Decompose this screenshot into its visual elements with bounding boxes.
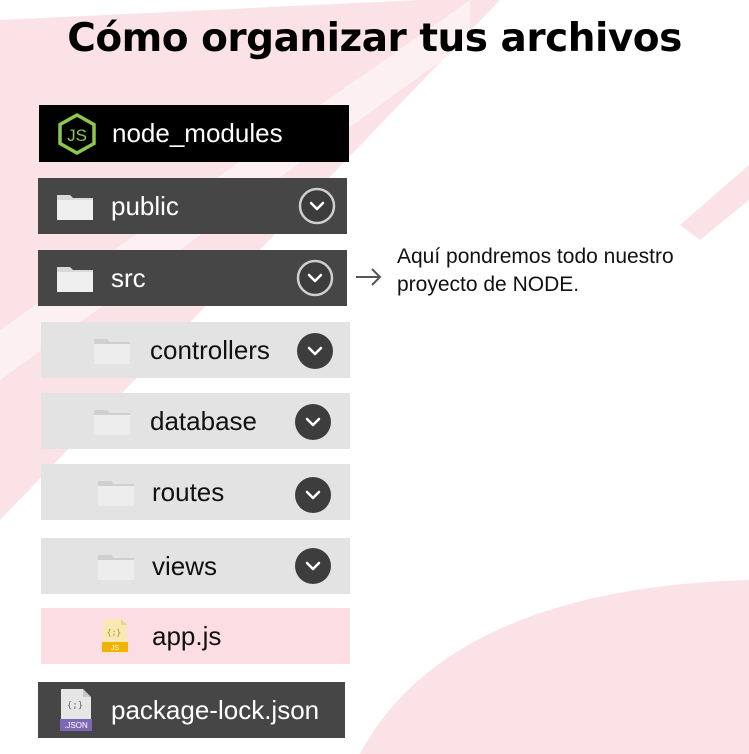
folder-icon bbox=[94, 339, 130, 364]
row-controllers[interactable]: controllers bbox=[41, 322, 350, 378]
js-file-icon: {;} JS bbox=[102, 619, 128, 653]
row-label: src bbox=[111, 262, 146, 293]
folder-icon bbox=[57, 195, 93, 220]
file-badge: .JSON bbox=[64, 721, 88, 730]
file-glyph: {;} bbox=[107, 628, 121, 637]
row-label: controllers bbox=[150, 334, 270, 365]
nodejs-icon: JS bbox=[58, 112, 96, 155]
svg-text:JS: JS bbox=[67, 126, 87, 145]
row-label: package-lock.json bbox=[111, 694, 320, 725]
row-routes[interactable]: routes bbox=[41, 464, 350, 520]
folder-icon bbox=[94, 410, 130, 435]
row-views[interactable]: views bbox=[41, 538, 350, 594]
row-public[interactable]: public bbox=[38, 178, 347, 234]
chevron-down-circle-icon[interactable] bbox=[294, 476, 332, 514]
arrow-right-icon bbox=[356, 268, 382, 286]
chevron-down-circle-icon[interactable] bbox=[296, 332, 334, 370]
row-app-js[interactable]: {;} JS app.js bbox=[41, 608, 350, 664]
row-node-modules[interactable]: JS node_modules bbox=[39, 105, 349, 162]
row-src[interactable]: src bbox=[38, 250, 347, 306]
row-label: database bbox=[150, 405, 257, 436]
chevron-down-circle-icon[interactable] bbox=[298, 187, 336, 225]
row-label: node_modules bbox=[112, 118, 283, 148]
file-glyph: {;} bbox=[67, 701, 83, 711]
json-file-icon: {;} .JSON bbox=[60, 689, 92, 731]
folder-icon bbox=[98, 481, 134, 506]
file-badge: JS bbox=[111, 645, 120, 652]
chevron-down-circle-icon[interactable] bbox=[294, 547, 332, 585]
folder-icon bbox=[98, 555, 134, 580]
folder-icon bbox=[57, 267, 93, 292]
annotation-text: Aquí pondremos todo nuestro proyecto de … bbox=[397, 245, 674, 296]
row-label: routes bbox=[152, 476, 225, 507]
row-label: public bbox=[111, 190, 179, 221]
row-database[interactable]: database bbox=[41, 393, 350, 449]
chevron-down-circle-icon[interactable] bbox=[296, 259, 334, 297]
row-label: views bbox=[152, 550, 218, 581]
chevron-down-circle-icon[interactable] bbox=[294, 403, 332, 441]
row-package-lock-json[interactable]: {;} .JSON package-lock.json bbox=[38, 682, 345, 738]
row-label: app.js bbox=[152, 620, 222, 651]
page-title: Cómo organizar tus archivos bbox=[67, 16, 682, 61]
